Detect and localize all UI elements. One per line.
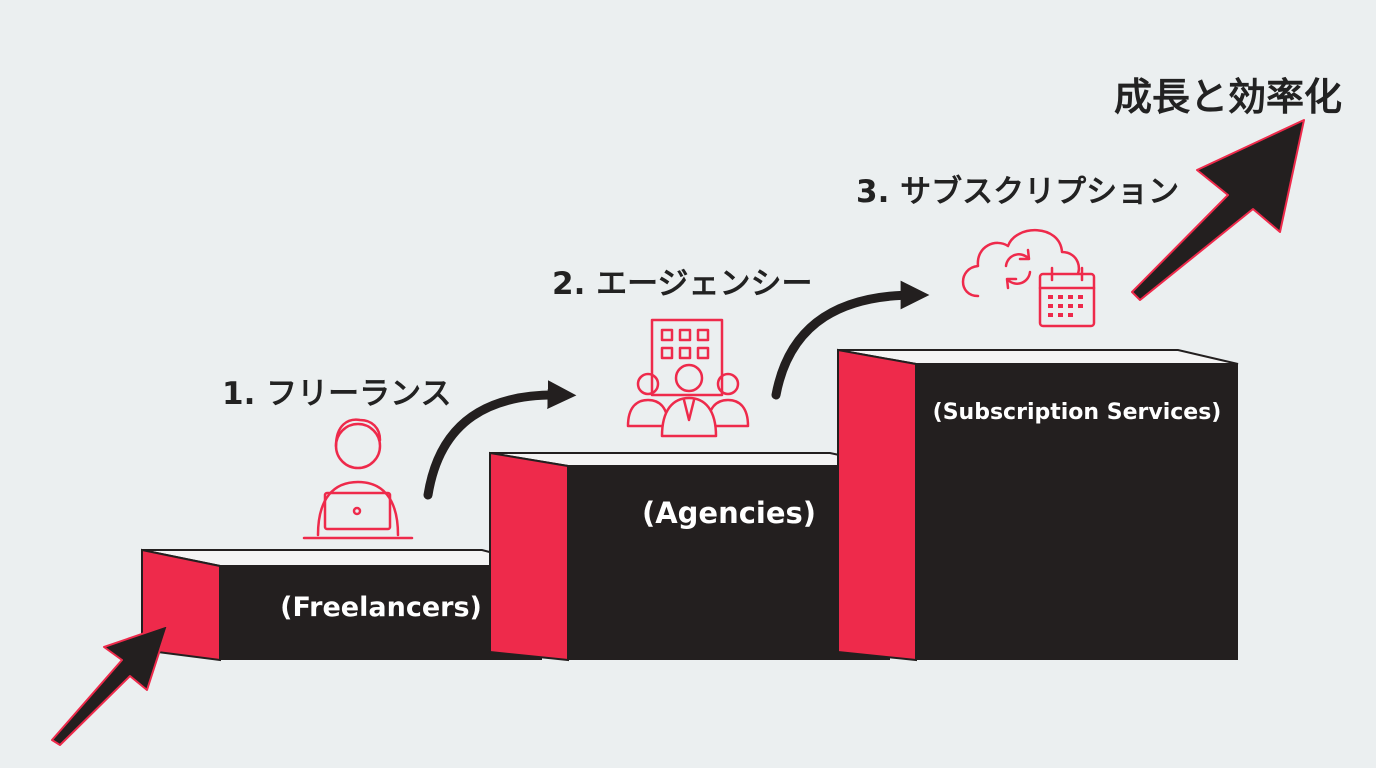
curved-arrow-2-to-3 <box>771 280 930 400</box>
step-3-label: 3. サブスクリプション <box>856 174 1180 210</box>
step-3-block <box>837 348 1239 662</box>
step-2-label: 2. エージェンシー <box>552 266 813 302</box>
growth-arrow <box>1131 119 1305 301</box>
step-2-block <box>489 451 891 662</box>
entry-arrow <box>51 624 169 746</box>
cloud-sync-calendar-icon <box>961 229 1096 328</box>
step-2-sublabel: (Agencies) <box>641 496 817 530</box>
step-1-sublabel: (Freelancers) <box>280 592 482 623</box>
step-1-block <box>141 548 543 662</box>
agency-team-building-icon <box>626 318 750 438</box>
curved-arrow-1-to-2 <box>423 380 577 500</box>
step-1-label: 1. フリーランス <box>222 376 452 412</box>
page-title: 成長と効率化 <box>1114 75 1343 119</box>
freelancer-laptop-icon <box>302 418 414 540</box>
step-3-sublabel: (Subscription Services) <box>932 400 1222 425</box>
